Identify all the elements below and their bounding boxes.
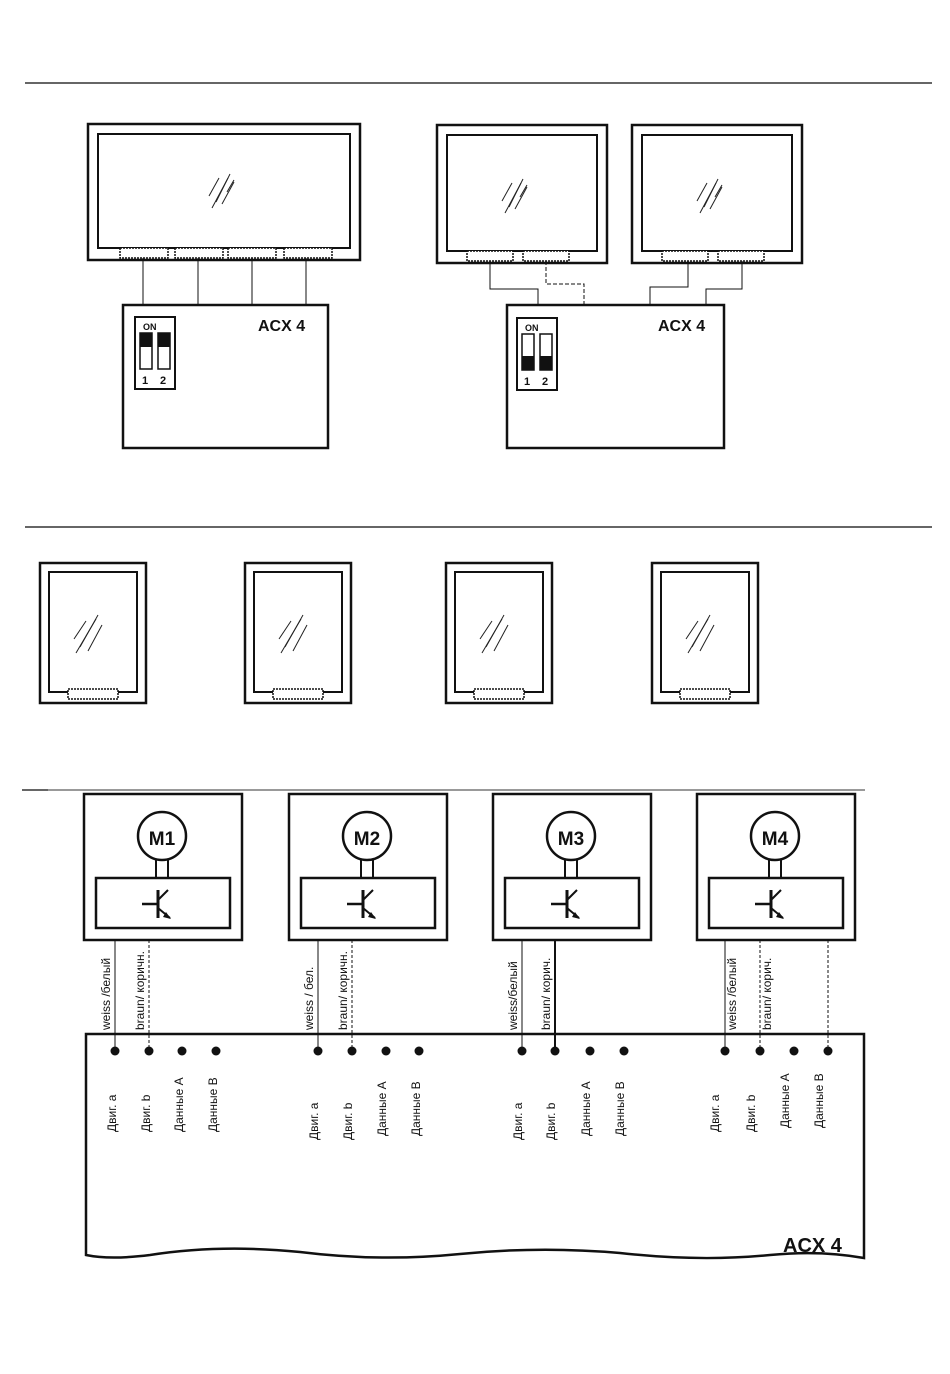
motor-label-2: M2 <box>354 829 380 850</box>
terminal-label-m4-da: Данные A <box>778 1073 792 1128</box>
wire-label-m1-b: braun/ коричн. <box>133 951 147 1030</box>
wire-label-m3-b: braun/ корич. <box>539 958 553 1030</box>
dip-switch-left: ON 1 2 <box>135 317 175 389</box>
controller-left-label: ACX 4 <box>258 318 305 335</box>
svg-text:ON: ON <box>143 322 157 332</box>
window-large <box>88 124 360 260</box>
acx4-controller-left: ACX 4 ON 1 2 <box>123 305 328 448</box>
wire-label-m3-a: weiss/белый <box>506 961 520 1031</box>
terminal-label-m1-da: Данные A <box>172 1077 186 1132</box>
terminal-label-m2-db: Данные B <box>409 1081 423 1136</box>
window-medium-2 <box>632 125 802 263</box>
wire-label-m4-b: braun/ корич. <box>760 958 774 1030</box>
dip-knob-2-on <box>158 333 170 347</box>
window-single-2 <box>245 563 351 703</box>
terminal-label-m1-a: Двиг. a <box>105 1094 119 1132</box>
terminal-label-m3-b: Двиг. b <box>544 1102 558 1140</box>
acx4-controller-bottom: ACX 4 <box>86 1034 864 1258</box>
dip-knob-1-on <box>140 333 152 347</box>
terminal-label-m2-b: Двиг. b <box>341 1102 355 1140</box>
acx4-controller-right: ACX 4 ON 1 2 <box>507 305 724 448</box>
terminal-label-m1-b: Двиг. b <box>139 1094 153 1132</box>
window-large-wiring <box>143 258 306 306</box>
window-medium-1 <box>437 125 607 263</box>
terminal-label-m3-db: Данные B <box>613 1081 627 1136</box>
motor-unit-1 <box>84 794 242 940</box>
svg-text:1: 1 <box>142 375 148 387</box>
motor-label-1: M1 <box>149 829 176 850</box>
motor-unit-2 <box>289 794 447 940</box>
wire-label-m4-a: weiss /белый <box>725 958 739 1031</box>
controller-right-label: ACX 4 <box>658 318 705 335</box>
terminal-label-m3-a: Двиг. a <box>511 1102 525 1140</box>
motor-unit-3 <box>493 794 651 940</box>
svg-text:ON: ON <box>525 323 539 333</box>
svg-text:2: 2 <box>542 376 548 388</box>
controller-bottom-label: ACX 4 <box>783 1235 843 1257</box>
window-medium-wiring <box>490 261 742 306</box>
wire-label-m2-a: weiss / бел. <box>302 967 316 1031</box>
window-single-4 <box>652 563 758 703</box>
window-single-3 <box>446 563 552 703</box>
window-single-1 <box>40 563 146 703</box>
wire-label-m2-b: braun/ коричн. <box>336 951 350 1030</box>
terminal-label-m2-a: Двиг. a <box>307 1102 321 1140</box>
terminal-label-m4-b: Двиг. b <box>744 1094 758 1132</box>
dip-switch-right: ON 1 2 <box>517 318 557 390</box>
motor-unit-4 <box>697 794 855 940</box>
svg-text:1: 1 <box>524 376 530 388</box>
terminal-label-m2-da: Данные A <box>375 1081 389 1136</box>
terminal-label-m4-a: Двиг. a <box>708 1094 722 1132</box>
motor-label-3: M3 <box>558 829 584 850</box>
wire-label-m1-a: weiss /белый <box>99 958 113 1031</box>
terminal-label-m3-da: Данные A <box>579 1081 593 1136</box>
dip-knob-2-off <box>540 356 552 370</box>
terminal-label-m1-db: Данные B <box>206 1077 220 1132</box>
dip-knob-1-off <box>522 356 534 370</box>
wire-labels: weiss /белый braun/ коричн. weiss / бел.… <box>99 951 774 1031</box>
svg-text:2: 2 <box>160 375 166 387</box>
terminal-label-m4-db: Данные B <box>812 1073 826 1128</box>
motor-label-4: M4 <box>762 829 789 850</box>
